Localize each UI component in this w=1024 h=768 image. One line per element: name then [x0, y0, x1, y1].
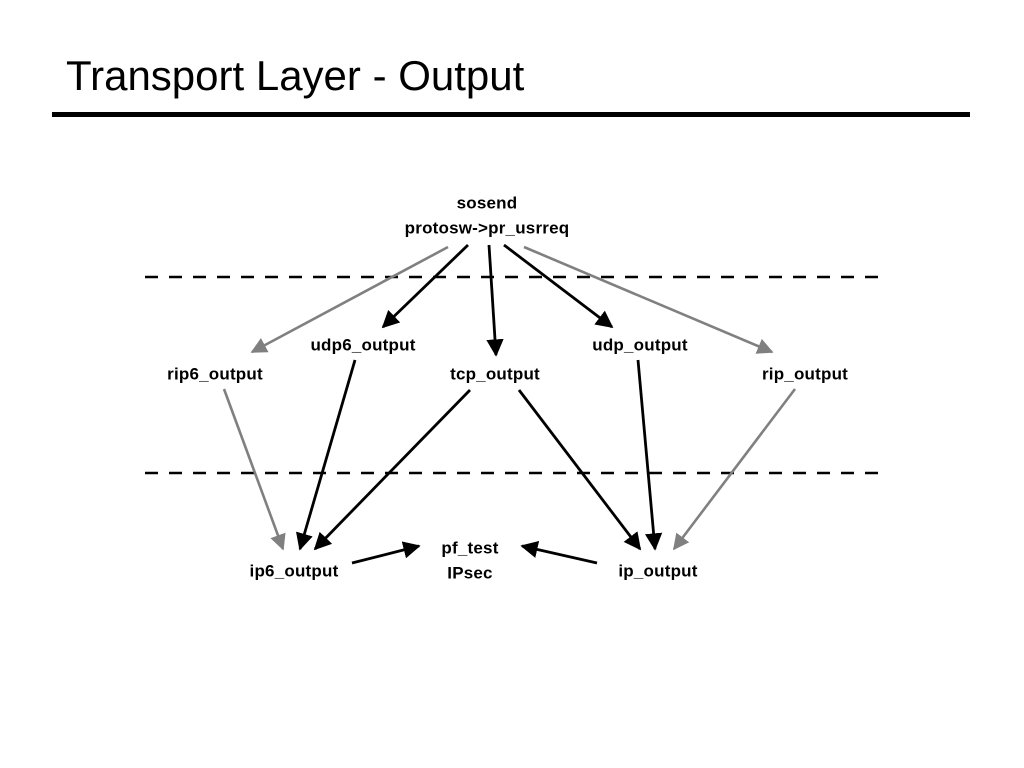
edge-sosend-to-rip-output	[523, 245, 774, 354]
edge-ip6-output-to-pf-test	[351, 541, 421, 565]
node-pf-test-label-line1: pf_test	[441, 538, 499, 558]
edge-tcp-output-to-ip-output	[517, 389, 642, 551]
title-underline-rule	[52, 112, 970, 117]
node-rip-output-label: rip_output	[761, 364, 849, 384]
node-ip-output[interactable]: ip_output	[618, 560, 697, 585]
edge-tcp-output-to-ip6-output	[313, 389, 472, 551]
node-sosend-label-line2: protosw->pr_usrreq	[404, 218, 570, 237]
node-ip-output-label: ip_output	[618, 561, 698, 581]
node-udp-output-label: udp_output	[592, 335, 688, 355]
edge-sosend-to-tcp-output	[486, 244, 504, 357]
page-title: Transport Layer - Output	[66, 52, 525, 99]
edge-rip-output-to-ip-output	[672, 388, 797, 551]
edge-rip6-output-to-ip6-output	[222, 388, 286, 551]
node-ip6-output-label: ip6_output	[249, 561, 339, 581]
node-udp6-output-label: udp6_output	[310, 335, 416, 355]
node-pf-test-label-line2: IPsec	[447, 563, 493, 582]
node-tcp-output-label: tcp_output	[450, 364, 540, 384]
edge-ip-output-to-pf-test	[520, 540, 598, 565]
edge-sosend-to-udp6-output	[381, 243, 469, 329]
edge-sosend-to-udp-output	[503, 243, 614, 329]
node-sosend-label-line1: sosend	[456, 193, 518, 213]
node-rip-output[interactable]: rip_output	[762, 363, 848, 388]
node-tcp-output[interactable]: tcp_output	[450, 363, 540, 388]
edge-sosend-to-rip6-output	[250, 245, 449, 354]
node-udp6-output[interactable]: udp6_output	[310, 334, 415, 359]
node-pf-test[interactable]: pf_test IPsec	[441, 536, 498, 585]
edge-udp6-output-to-ip6-output	[296, 359, 357, 551]
node-sosend[interactable]: sosend protosw->pr_usrreq	[405, 191, 570, 240]
node-rip6-output-label: rip6_output	[167, 364, 263, 384]
node-ip6-output[interactable]: ip6_output	[250, 560, 339, 585]
node-rip6-output[interactable]: rip6_output	[167, 363, 263, 388]
node-udp-output[interactable]: udp_output	[592, 334, 687, 359]
edge-udp-output-to-ip-output	[636, 359, 663, 551]
